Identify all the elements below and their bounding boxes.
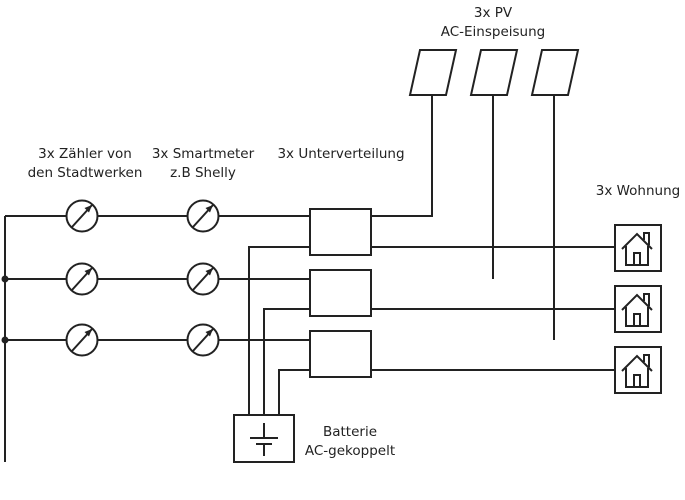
meters-label: 3x Zähler von den Stadtwerken — [25, 145, 145, 183]
house-icon — [614, 285, 662, 333]
house-icon — [614, 224, 662, 272]
smartmeters-label-line2: z.B Shelly — [170, 165, 236, 181]
subdistribution-box-2 — [309, 269, 372, 317]
battery-label-line2: AC-gekoppelt — [304, 443, 396, 459]
smartmeters-label-line1: 3x Smartmeter — [151, 146, 255, 162]
battery-line-3 — [278, 369, 310, 415]
pv-label-line1: 3x PV — [473, 5, 513, 21]
subdistribution-label-line1: 3x Unterverteilung — [277, 146, 405, 162]
smartmeter-icon — [186, 323, 220, 357]
pv-panel-icon — [530, 49, 580, 96]
apartments-label-line1: 3x Wohnung — [595, 183, 681, 199]
pv-label-line2: AC-Einspeisung — [440, 24, 546, 40]
meters-label-line2: den Stadtwerken — [27, 165, 143, 181]
meter-icon — [65, 199, 99, 233]
meter-icon — [65, 262, 99, 296]
meters-label-line1: 3x Zähler von — [38, 146, 132, 162]
house-icon — [614, 346, 662, 394]
pv-panel-icon — [469, 49, 519, 96]
battery-label-line1: Batterie — [322, 424, 378, 440]
smartmeters-label: 3x Smartmeter z.B Shelly — [143, 145, 263, 183]
smartmeter-icon — [186, 262, 220, 296]
apartments-label: 3x Wohnung — [588, 182, 685, 201]
pv-panel-icon — [408, 49, 458, 96]
pv-line-1 — [371, 95, 433, 217]
subdistribution-box-3 — [309, 330, 372, 378]
battery-label: Batterie AC-gekoppelt — [300, 423, 400, 461]
battery-line-2 — [263, 308, 310, 415]
smartmeter-icon — [186, 199, 220, 233]
battery-icon — [250, 423, 278, 456]
battery-line-1 — [248, 246, 310, 415]
subdistribution-label: 3x Unterverteilung — [271, 145, 411, 164]
subdistribution-box-1 — [309, 208, 372, 256]
pv-label: 3x PV AC-Einspeisung — [433, 4, 553, 42]
meter-icon — [65, 323, 99, 357]
